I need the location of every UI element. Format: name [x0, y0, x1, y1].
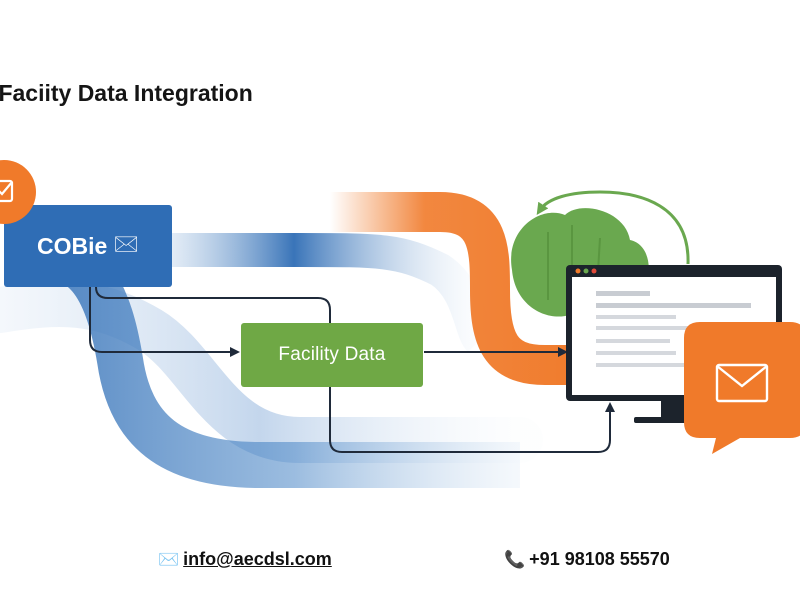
facility-data-label: Facility Data — [278, 344, 386, 365]
flow-ribbon-light — [0, 281, 543, 463]
connector-cobie-to-facility — [89, 287, 240, 357]
flow-ribbon-orange — [330, 192, 600, 385]
cobie-label: COBie — [36, 232, 108, 259]
envelope-icon: ✉️ — [158, 549, 180, 569]
phone-number[interactable]: +91 98108 55570 — [529, 549, 670, 569]
checklist-badge — [0, 160, 36, 224]
envelope-icon — [715, 363, 769, 403]
footer-phone[interactable]: 📞 +91 98108 55570 — [504, 549, 670, 570]
phone-icon: 📞 — [504, 549, 526, 569]
facility-data-box — [241, 323, 423, 387]
flow-ribbon-blue-upper — [170, 233, 494, 352]
envelope-icon: 🖂 — [113, 231, 140, 256]
speech-bubble-envelope — [684, 322, 800, 454]
email-link[interactable]: info@aecdsl.com — [183, 549, 332, 569]
footer-email[interactable]: ✉️ info@aecdsl.com — [158, 549, 332, 570]
page-title: d Faciity Data Integration — [0, 80, 253, 106]
connector-facility-down-to-monitor — [329, 387, 615, 453]
facility-data-node: Facility Data — [241, 323, 423, 387]
checklist-icon — [0, 179, 14, 203]
connectors — [89, 286, 615, 453]
cobie-box — [4, 205, 172, 287]
connector-cobie-to-monitor — [95, 286, 331, 323]
refresh-arrow-icon — [536, 190, 690, 265]
cobie-node: COBie 🖂 — [4, 205, 172, 287]
